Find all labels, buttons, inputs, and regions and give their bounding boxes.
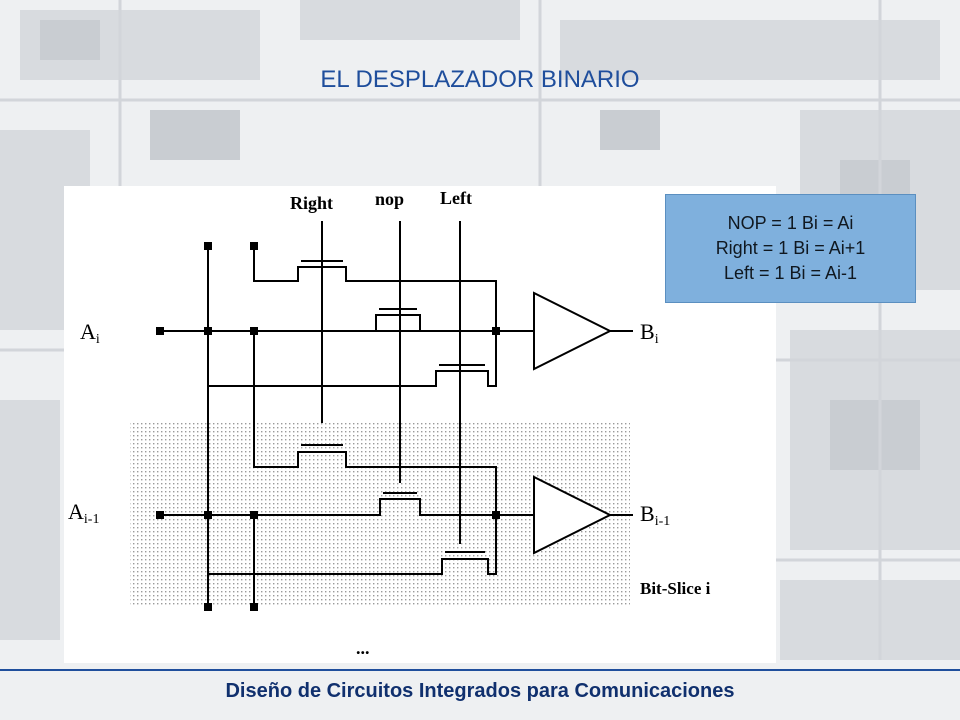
note-line-right: Right = 1 Bi = Ai+1 <box>715 238 866 258</box>
diagram-panel: Right nop Left Ai Ai-1 Bi Bi-1 Bit-Slice… <box>64 186 776 663</box>
operation-note-box: NOP = 1 Bi = Ai Right = 1 Bi = Ai+1 Left… <box>665 194 916 303</box>
bi-label: Bi <box>640 319 659 347</box>
left-control-label: Left <box>440 188 472 208</box>
note-line-left: Left = 1 Bi = Ai-1 <box>723 263 858 283</box>
shifter-circuit-diagram: Right nop Left Ai Ai-1 Bi Bi-1 Bit-Slice… <box>68 188 711 658</box>
ellipsis-label: ... <box>356 638 370 658</box>
page-title: EL DESPLAZADOR BINARIO <box>320 66 640 93</box>
nop-control-label: nop <box>375 189 404 209</box>
note-line-nop: NOP = 1 Bi = Ai <box>727 213 854 233</box>
footer-title: Diseño de Circuitos Integrados para Comu… <box>225 680 735 702</box>
bi1-label: Bi-1 <box>640 501 670 529</box>
ai-label: Ai <box>80 319 100 347</box>
footer-divider <box>0 669 960 671</box>
lower-buffer <box>533 475 613 555</box>
ai1-label: Ai-1 <box>68 499 99 527</box>
right-control-label: Right <box>290 193 333 213</box>
upper-buffer <box>533 291 613 371</box>
bit-slice-label: Bit-Slice i <box>640 579 711 598</box>
